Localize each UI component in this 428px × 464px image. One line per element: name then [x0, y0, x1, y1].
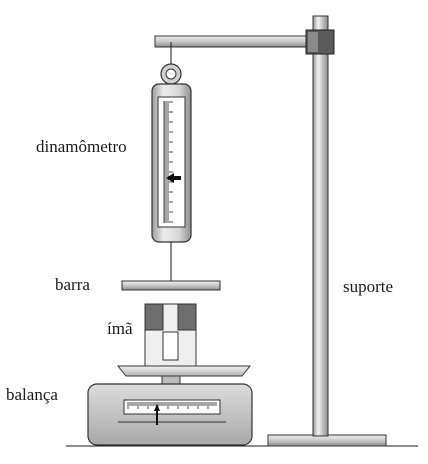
- stand-base: [267, 434, 387, 447]
- iron-bar: [121, 280, 221, 291]
- scale-plate: [116, 365, 252, 377]
- label-stand: suporte: [343, 277, 394, 296]
- dynamometer-ring-hole: [165, 68, 177, 80]
- label-bar: barra: [55, 275, 90, 294]
- magnet: [144, 303, 197, 373]
- scale-pointer-arrow-icon: [154, 404, 160, 425]
- stand-clamp-highlight: [308, 32, 318, 52]
- label-dynamometer: dinamômetro: [36, 137, 127, 156]
- magnet-pole-right: [177, 303, 197, 331]
- stand: [154, 15, 387, 447]
- scale: [87, 365, 253, 446]
- stand-pole: [312, 15, 329, 437]
- dynamometer: [151, 42, 192, 281]
- magnet-pole-left: [144, 303, 164, 331]
- scale-display-ticks: [127, 402, 217, 409]
- label-scale: balança: [6, 385, 58, 404]
- stand-arm: [154, 35, 308, 48]
- label-magnet: ímã: [107, 319, 133, 338]
- dynamometer-pointer-arrow-icon: [166, 173, 181, 183]
- dynamometer-scale-ticks: [163, 101, 173, 223]
